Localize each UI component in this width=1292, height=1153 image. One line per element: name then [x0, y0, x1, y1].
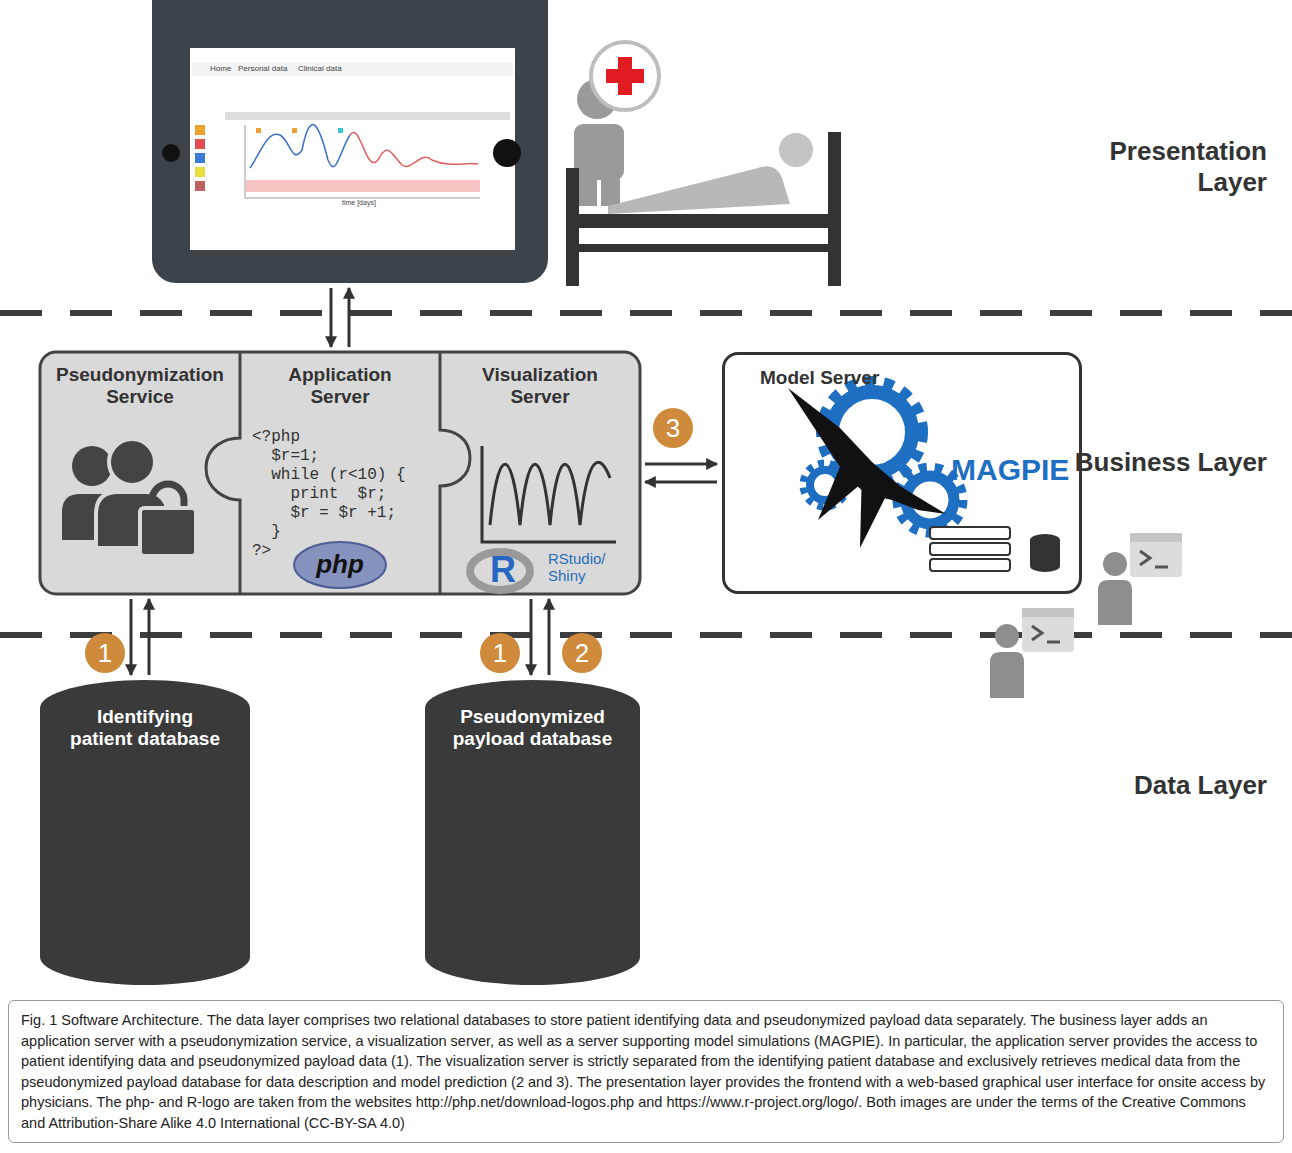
magpie-logo-text: MAGPIE [951, 453, 1069, 487]
layer-label-wrap: Data Layer [967, 770, 1267, 801]
service-box: Visualization ServerR RStudio/ Shiny [440, 352, 640, 594]
layer-separator [0, 310, 1292, 316]
r-logo-text: R [488, 550, 518, 590]
database-title: Pseudonymized payload database [450, 706, 615, 750]
callout-number: 2 [562, 633, 602, 673]
bidirectional-connector [645, 464, 717, 482]
bidirectional-connector [131, 599, 149, 675]
code-line-wrap: $r=1; [271, 447, 319, 466]
arrow-line [530, 599, 533, 675]
database-cylinder: Pseudonymized payload database [425, 680, 640, 985]
arrow-line [645, 481, 717, 484]
arrow-line [148, 599, 151, 675]
service-title: Application Server [275, 364, 405, 408]
callout-number: 1 [85, 633, 125, 673]
caption-frame: Fig. 1 Software Architecture. The data l… [8, 1000, 1284, 1143]
bidirectional-connector [531, 599, 549, 675]
callout-number-wrap: 2 [562, 633, 602, 673]
layer-label-wrap: Business Layer [1047, 447, 1267, 478]
service-title-wrap: Application Server [275, 364, 405, 408]
callout-number-wrap: 1 [85, 633, 125, 673]
code-line: while (r<10) { [271, 466, 405, 485]
magpie-logo-text-wrap: MAGPIE [951, 453, 1069, 487]
tablet-frame: Home Personal data Clinical data time [days… [152, 0, 548, 283]
database-title: Identifying patient database [70, 706, 220, 750]
code-line: <?php [252, 428, 300, 447]
business-container [40, 352, 640, 594]
arrow-line [130, 599, 133, 675]
server-title: Model Server [760, 367, 879, 389]
arrow-line [548, 599, 551, 675]
layer-label: Presentation Layer [1047, 136, 1267, 198]
pseudonymization-icon [62, 439, 196, 556]
arrow-line [330, 288, 333, 347]
figure-caption: Fig. 1 Software Architecture. The data l… [21, 1010, 1271, 1133]
callout-number-wrap: 1 [480, 633, 520, 673]
layer-separator [0, 632, 1292, 638]
doctor-icon [574, 42, 659, 206]
service-box: Pseudonymization Service [40, 352, 240, 594]
service-title: Pseudonymization Service [45, 364, 235, 408]
code-line-wrap: $r = $r +1; [290, 504, 396, 523]
screen-tab: Personal data [238, 64, 287, 73]
database-cylinder: Identifying patient database [40, 680, 250, 985]
service-box: Application Server <?php$r=1;while (r<10)… [240, 352, 440, 594]
chart-icon [482, 446, 616, 542]
code-line-wrap: ?> [252, 542, 271, 561]
layer-label-wrap: Presentation Layer [1047, 136, 1267, 198]
service-title: Visualization Server [470, 364, 610, 408]
screen-axis-label: time [days] [342, 199, 376, 206]
callout-number: 3 [653, 408, 693, 448]
node-outline [152, 0, 548, 283]
service-title-wrap: Visualization Server [470, 364, 610, 408]
callout-number-wrap: 3 [653, 408, 693, 448]
database-title-wrap: Identifying patient database [70, 706, 220, 750]
code-line-wrap: while (r<10) { [271, 466, 405, 485]
r-logo-text-wrap: R [488, 550, 518, 590]
arrow-line [645, 463, 717, 466]
php-logo-text: php [290, 548, 390, 580]
layer-label: Business Layer [1047, 447, 1267, 478]
bidirectional-connector [331, 288, 349, 347]
layer-label: Data Layer [967, 770, 1267, 801]
code-line: $r = $r +1; [290, 504, 396, 523]
code-line: } [271, 523, 281, 542]
code-line-wrap: } [271, 523, 281, 542]
screen-tab-wrap: Personal data [238, 64, 287, 73]
screen-axis-label-wrap: time [days] [342, 199, 376, 206]
server-title-wrap: Model Server [760, 367, 879, 389]
code-line-wrap: print $r; [290, 485, 386, 504]
service-title-wrap: Pseudonymization Service [45, 364, 235, 408]
patient-bed-icon [566, 132, 841, 286]
code-line-wrap: <?php [252, 428, 300, 447]
code-line: print $r; [290, 485, 386, 504]
model-server-box: Model ServerMAGPIE [722, 352, 1082, 594]
screen-tab: Home [210, 64, 231, 73]
screen-tab-wrap: Clinical data [298, 64, 342, 73]
code-line: $r=1; [271, 447, 319, 466]
logo-caption: RStudio/ Shiny [548, 550, 618, 585]
code-line: ?> [252, 542, 271, 561]
callout-number: 1 [480, 633, 520, 673]
logo-caption-wrap: RStudio/ Shiny [548, 550, 618, 585]
screen-tab: Clinical data [298, 64, 342, 73]
arrow-line [348, 288, 351, 347]
php-logo-text-wrap: php [290, 548, 390, 580]
screen-tab-wrap: Home [210, 64, 231, 73]
database-title-wrap: Pseudonymized payload database [450, 706, 615, 750]
